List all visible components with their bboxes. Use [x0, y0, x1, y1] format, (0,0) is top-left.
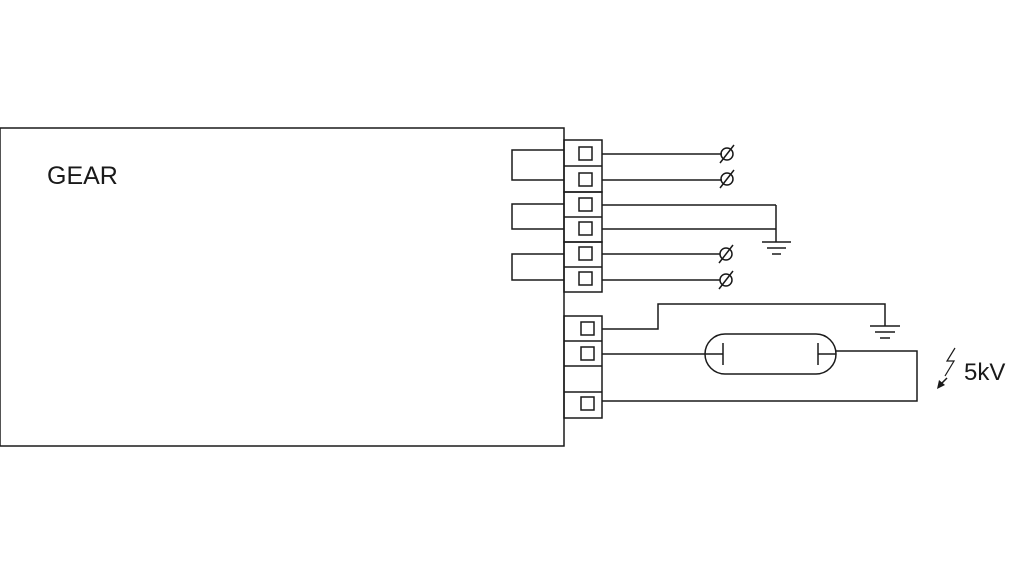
terminal-group-lower: [563, 241, 603, 293]
terminal-group-top: [563, 139, 603, 193]
terminal-group-middle: [563, 191, 603, 243]
jumper-icon: [511, 253, 564, 281]
lamp-icon: [704, 333, 837, 375]
terminal-group-output: [563, 315, 603, 419]
terminal-block-icon: [578, 146, 593, 161]
ground-icon: [762, 241, 791, 255]
jumper-icon: [511, 149, 564, 181]
fuse-terminal-icon: [718, 244, 734, 264]
terminal-block-icon: [578, 271, 593, 286]
voltage-label: 5kV: [964, 359, 1006, 386]
fuse-terminal-icon: [719, 169, 735, 189]
terminal-block-icon: [578, 172, 593, 187]
gear-label: GEAR: [47, 162, 118, 190]
terminal-block-icon: [578, 246, 593, 261]
terminal-block-icon: [580, 396, 595, 411]
ground-icon: [870, 325, 900, 339]
terminal-block-icon: [580, 321, 595, 336]
lightning-arrow-head: [937, 380, 945, 389]
fuse-terminal-icon: [718, 270, 734, 290]
terminal-block-icon: [580, 346, 595, 361]
jumper-icon: [511, 203, 564, 230]
terminal-block-icon: [578, 197, 593, 212]
lightning-arrow-icon: [939, 347, 956, 386]
fuse-terminal-icon: [719, 144, 735, 164]
terminal-block-icon: [578, 221, 593, 236]
